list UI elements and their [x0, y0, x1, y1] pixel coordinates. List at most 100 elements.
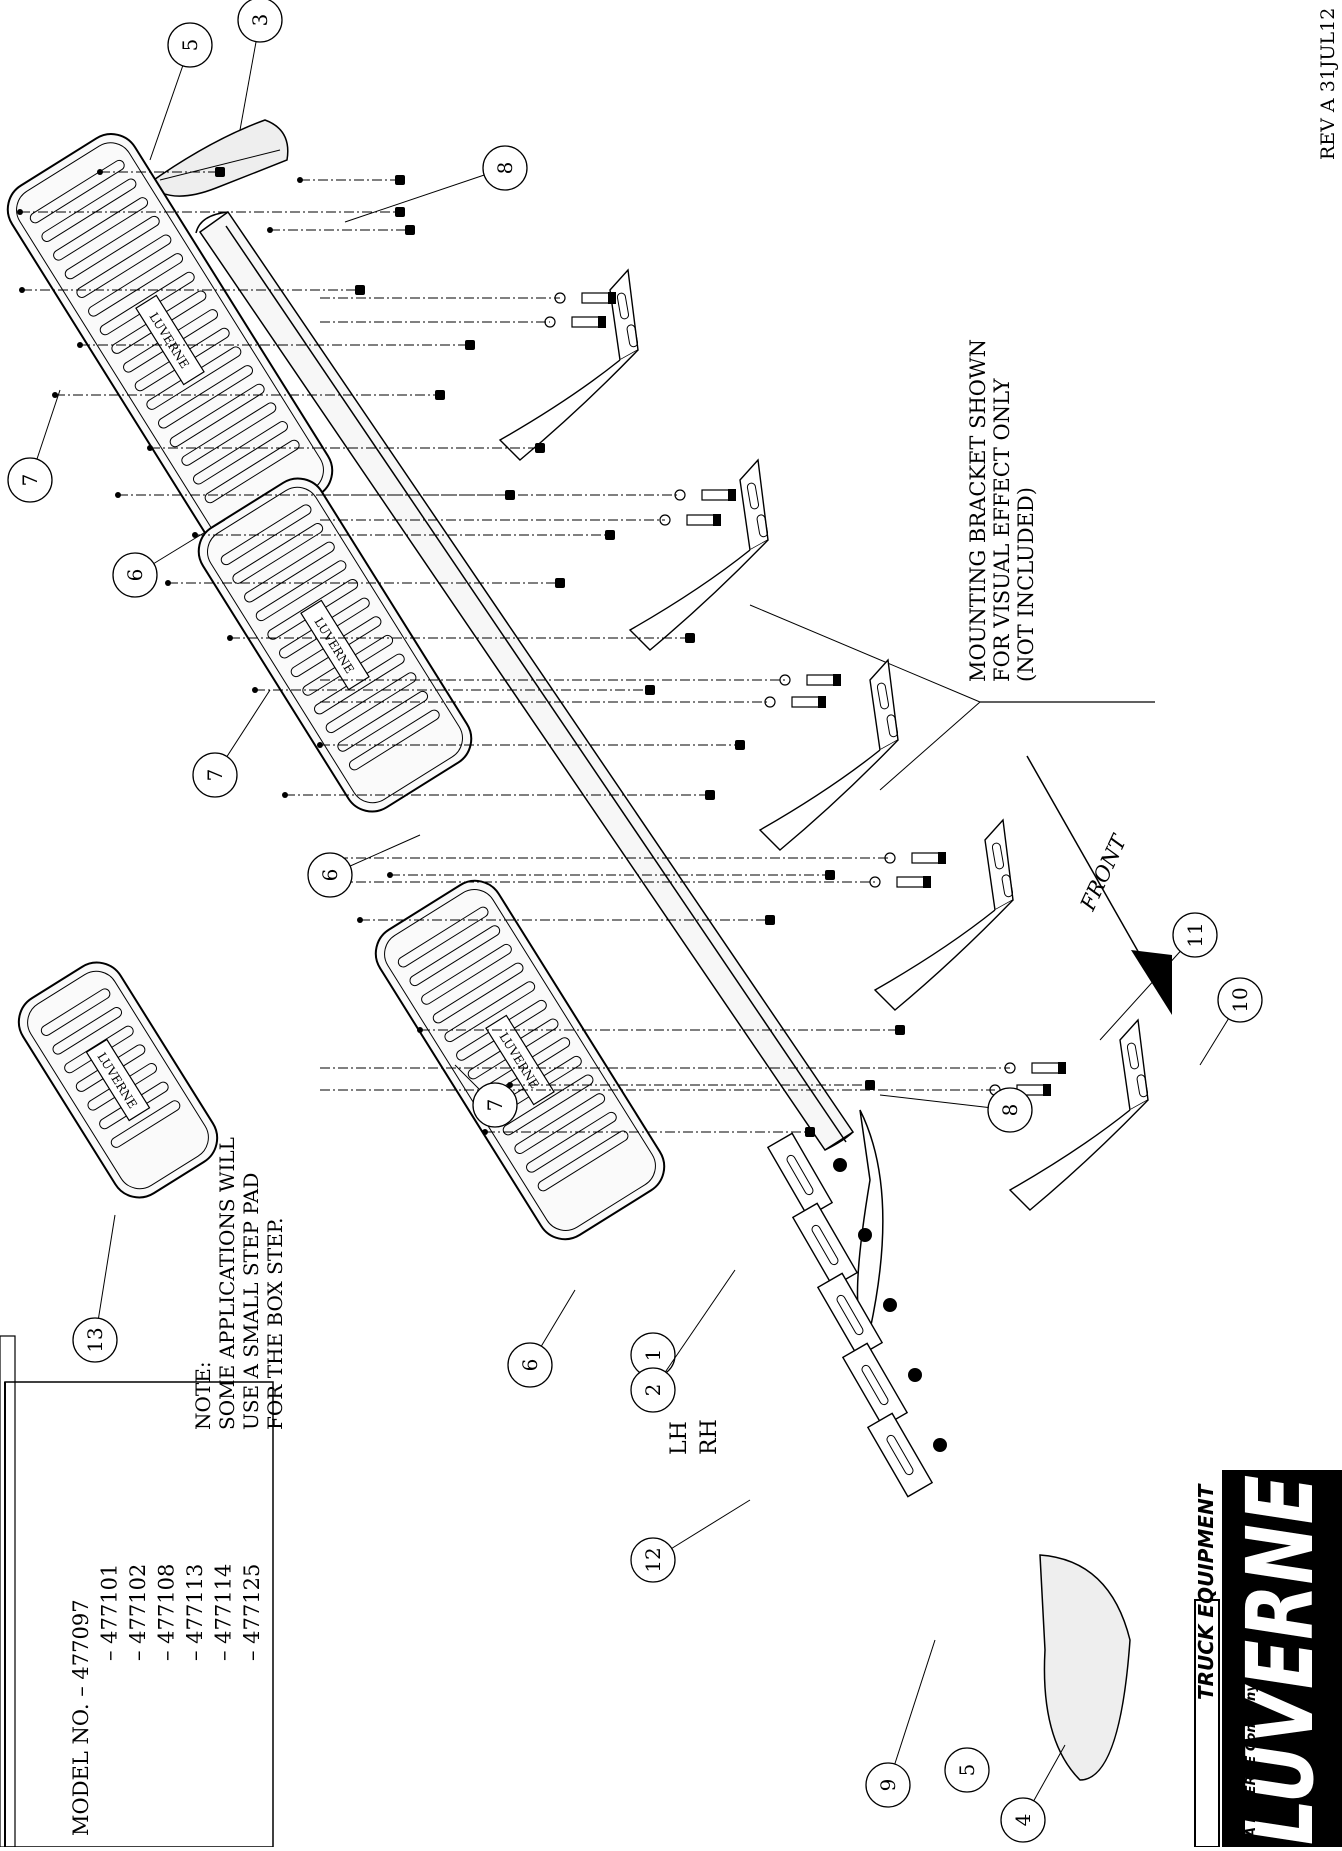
nut: [735, 740, 745, 750]
rh-label: RH: [697, 1419, 722, 1455]
bolt-head: [728, 489, 736, 501]
note-line: FOR VISUAL EFFECT ONLY: [990, 377, 1014, 682]
washer: [764, 696, 776, 708]
fastener-lines: [17, 167, 1066, 1137]
clamp-plate: [866, 1412, 934, 1498]
model-number: – 477113: [183, 1564, 207, 1661]
nut: [355, 285, 365, 295]
flange-nut: [883, 1298, 897, 1312]
luverne-logo: LUVERNE TRUCK EQUIPMENT (A LUVERNE Compa…: [1194, 1470, 1342, 1848]
step-pad: LUVERNE: [374, 879, 666, 1241]
note-line: USE A SMALL STEP PAD: [239, 1173, 263, 1430]
callout-circle: [167, 22, 213, 68]
callout-number: 5: [178, 39, 202, 52]
model-number: – 477101: [98, 1564, 122, 1661]
washer: [884, 852, 896, 864]
callout-circle: [7, 457, 53, 503]
callout-circle: [237, 0, 283, 43]
callout-circle: [1217, 977, 1263, 1023]
callout-circle: [630, 1537, 676, 1583]
screw: [297, 177, 303, 183]
model-label: MODEL NO. – 477097: [69, 1599, 93, 1836]
nut: [555, 578, 565, 588]
callout-leader: [887, 1639, 936, 1786]
nut: [705, 790, 715, 800]
callout-circle: [944, 1747, 990, 1793]
callout-number: 8: [998, 1104, 1022, 1117]
logo-company: (A LUVERNE Company): [1244, 1677, 1259, 1843]
mounting-note-leader-b: [879, 701, 981, 791]
flange-nut: [908, 1368, 922, 1382]
bolt: [701, 489, 731, 501]
mounting-bracket: [1008, 1018, 1149, 1211]
nut: [605, 530, 615, 540]
mounting-bracket: [873, 818, 1014, 1011]
callout-number: 7: [18, 474, 42, 487]
bolt-head: [1043, 1084, 1051, 1096]
flange-nut: [833, 1158, 847, 1172]
washer: [659, 514, 671, 526]
callout-leader: [344, 167, 506, 223]
bolt-head: [1058, 1062, 1066, 1074]
callout-number: 6: [518, 1359, 542, 1372]
nut: [465, 340, 475, 350]
bolt-head: [598, 316, 606, 328]
callout-number: 9: [876, 1779, 900, 1792]
callout-leader: [652, 1269, 736, 1391]
lh-label: LH: [667, 1421, 692, 1455]
callout-number: 7: [483, 1099, 507, 1112]
rear-end-cap: [146, 119, 289, 197]
nut: [805, 1127, 815, 1137]
callout-number: 8: [493, 162, 517, 175]
nut: [405, 225, 415, 235]
bolt-head: [833, 674, 841, 686]
mounting-brackets: [498, 268, 1149, 1211]
callout-circle: [987, 1087, 1033, 1133]
screw: [317, 742, 323, 748]
note-line: MOUNTING BRACKET SHOWN: [966, 339, 990, 682]
callout-number: 11: [1183, 922, 1207, 947]
model-number: – 477114: [212, 1564, 236, 1661]
front-end-cap: [1039, 1554, 1131, 1781]
callout-circle: [865, 1762, 911, 1808]
mounting-bracket: [758, 658, 899, 851]
bolt-head: [713, 514, 721, 526]
nut: [895, 1025, 905, 1035]
screw: [97, 169, 103, 175]
note-text: NOTE:SOME APPLICATIONS WILLUSE A SMALL S…: [191, 1137, 287, 1430]
bolt: [911, 852, 941, 864]
screw: [252, 687, 258, 693]
washer: [674, 489, 686, 501]
screw: [52, 392, 58, 398]
callout-circle: [472, 1082, 518, 1128]
nut: [645, 685, 655, 695]
washer: [1004, 1062, 1016, 1074]
logo-tagline: TRUCK EQUIPMENT: [1194, 1483, 1218, 1700]
bolt: [896, 876, 926, 888]
model-table-text: MODEL NO. – 477097– 477101– 477102– 4771…: [69, 1564, 264, 1836]
callout-number: 6: [123, 569, 147, 582]
mounting-bracket: [628, 458, 769, 651]
mounting-note-text: MOUNTING BRACKET SHOWNFOR VISUAL EFFECT …: [966, 339, 1038, 682]
bolt-head: [608, 292, 616, 304]
screw: [482, 1129, 488, 1135]
callout-number: 7: [203, 769, 227, 782]
note-line: SOME APPLICATIONS WILL: [215, 1137, 239, 1430]
clamp-plate: [841, 1342, 909, 1428]
clamp-plates: [766, 1132, 947, 1498]
screw: [387, 872, 393, 878]
flange-nut: [933, 1438, 947, 1452]
bolt: [571, 316, 601, 328]
callout-number: 2: [641, 1384, 665, 1397]
nut: [435, 390, 445, 400]
note-line: NOTE:: [191, 1361, 215, 1430]
screw: [165, 580, 171, 586]
screw: [147, 445, 153, 451]
note-line: FOR THE BOX STEP.: [263, 1217, 287, 1430]
screw: [115, 492, 121, 498]
callout-number: 5: [955, 1764, 979, 1777]
nut: [215, 167, 225, 177]
